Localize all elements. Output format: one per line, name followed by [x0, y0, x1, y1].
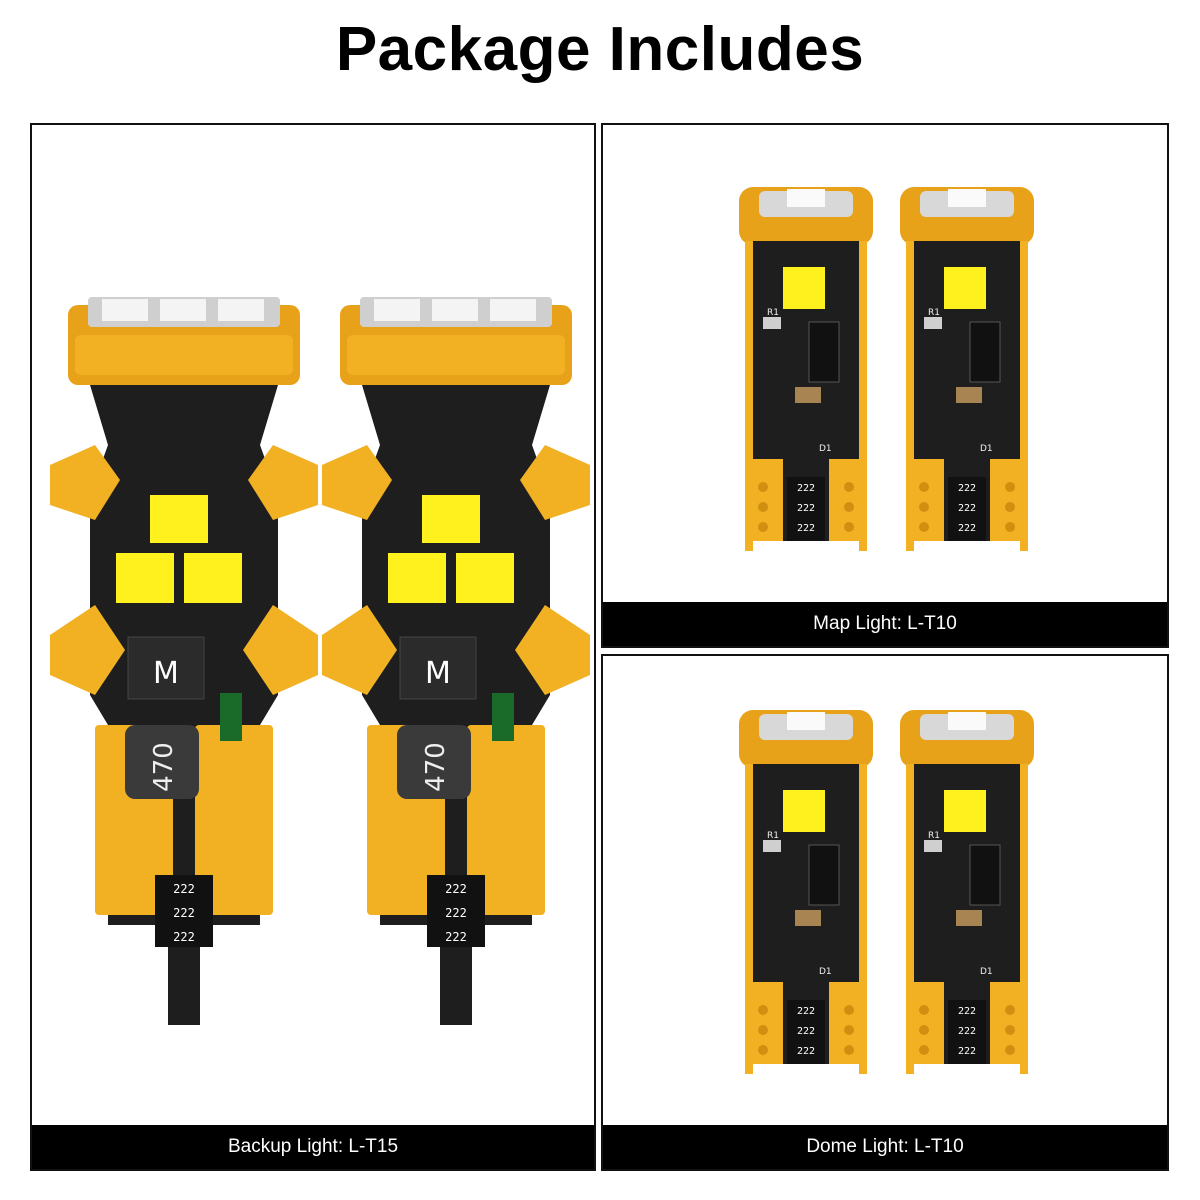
map-light-panel: R1 D1 222 222 222 Map Light: L-T10	[601, 123, 1169, 648]
backup-light-caption: Backup Light: L-T15	[32, 1125, 594, 1169]
t10-dome-bulbs-image: R1 D1 222 222 222	[738, 709, 1035, 1075]
backup-light-panel: M 470 222 222 222 Backup Light: L-T15	[30, 123, 596, 1171]
t15-bulbs-image: M 470 222 222 222	[49, 296, 591, 1026]
dome-light-panel: R1 D1 222 222 222 Dome Light: L-T10	[601, 654, 1169, 1171]
map-light-caption: Map Light: L-T10	[603, 602, 1167, 646]
dome-light-caption: Dome Light: L-T10	[603, 1125, 1167, 1169]
t10-map-bulbs-image: R1 D1 222 222 222	[738, 186, 1035, 552]
page-title: Package Includes	[335, 15, 865, 84]
